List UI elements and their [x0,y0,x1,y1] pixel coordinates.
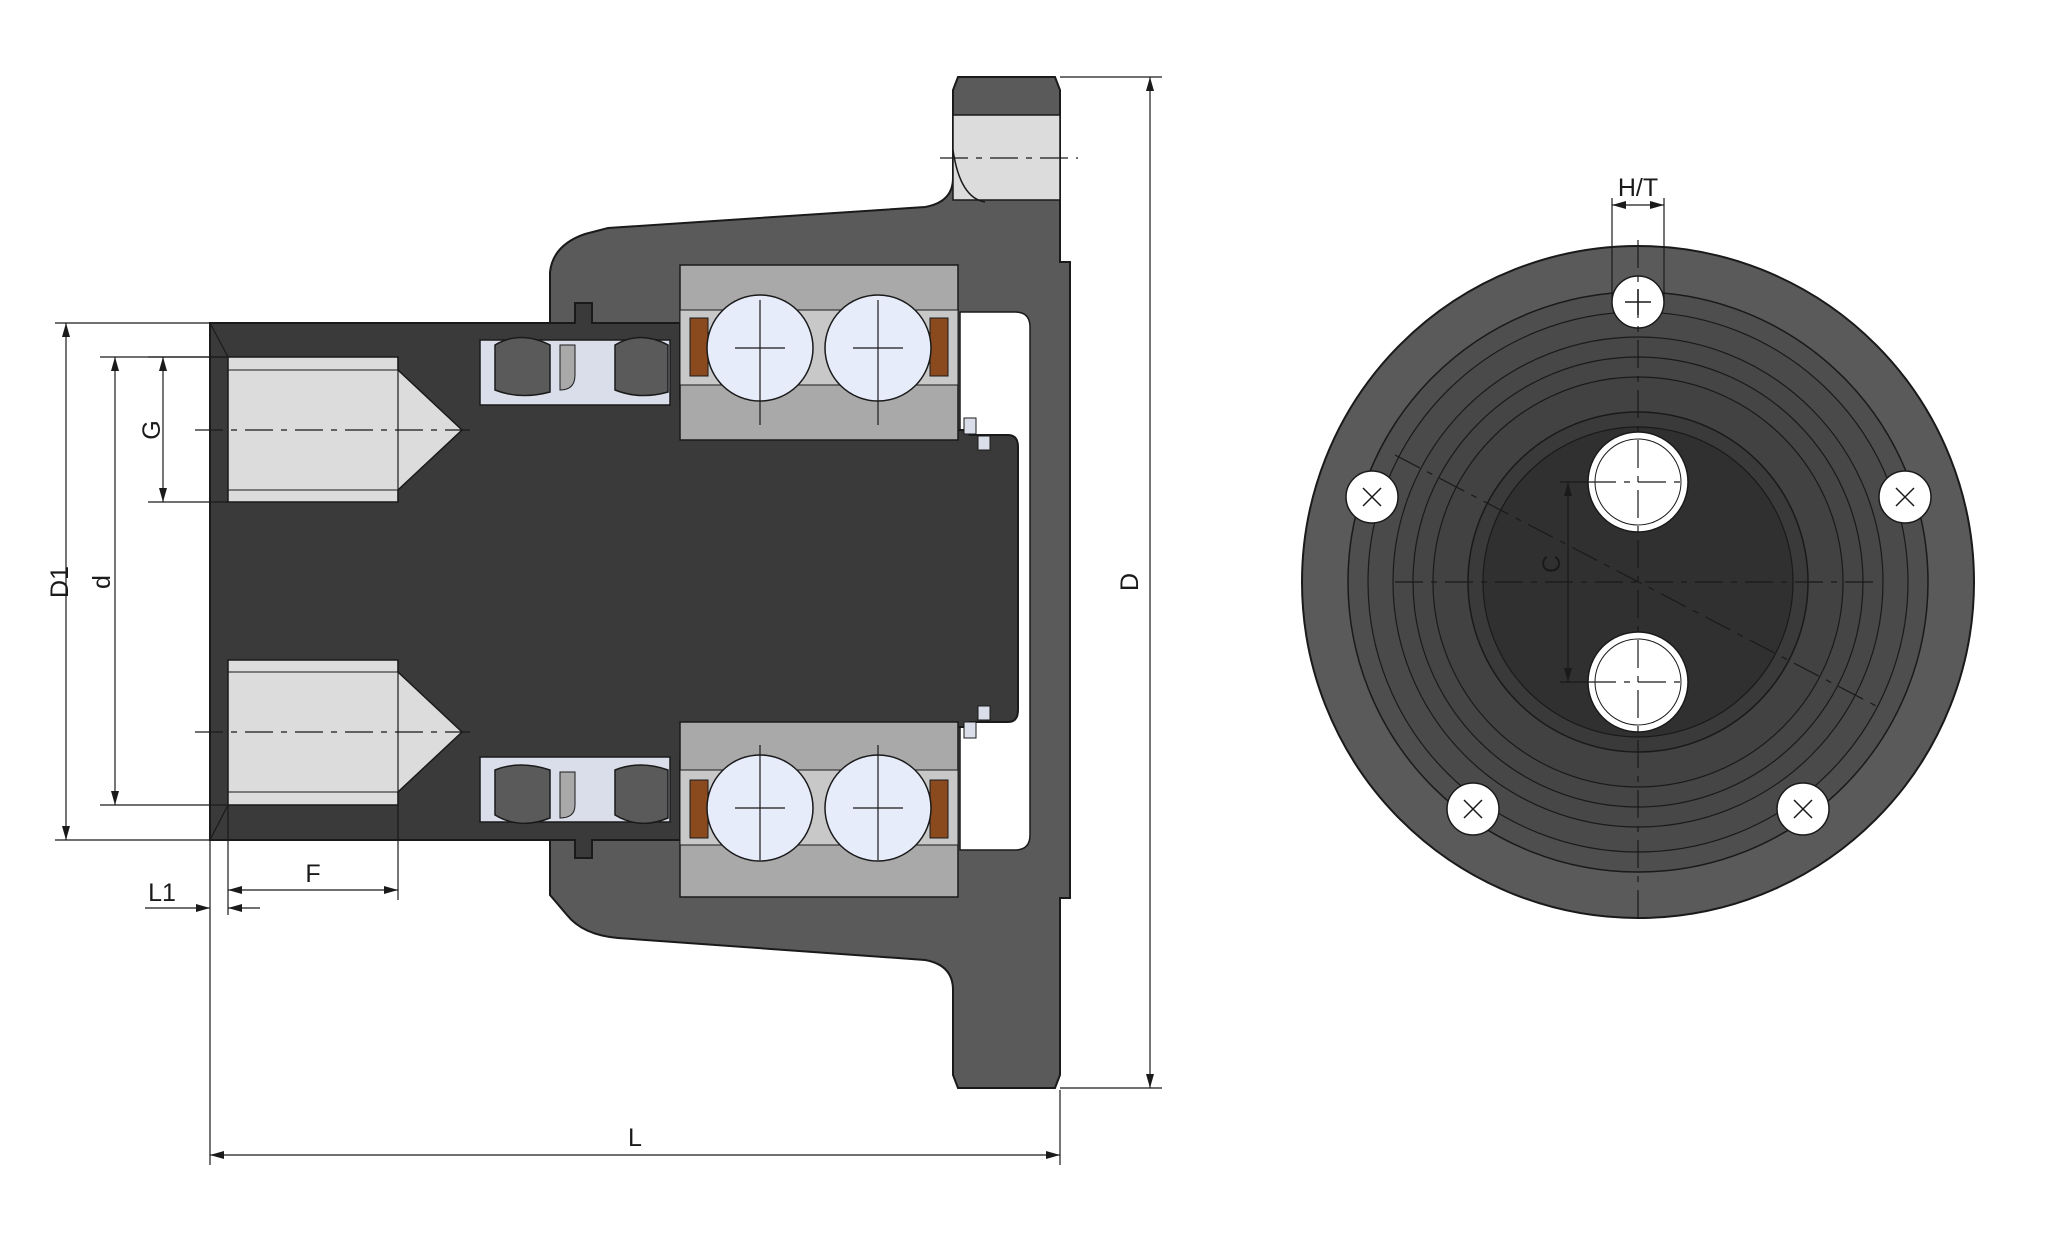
center-lines-front [1394,240,1881,925]
dimension-arrows [62,77,1154,1159]
seal-lower [479,756,671,824]
label-D: D [1116,573,1144,591]
dimensions-section [55,76,1162,1165]
label-F: F [305,860,320,888]
label-L: L [628,1124,642,1152]
label-HT: H/T [1618,174,1658,202]
label-L1: L1 [148,879,176,907]
seal-upper [479,336,671,406]
label-d: d [88,575,116,589]
label-D1: D1 [46,566,74,598]
front-view: C H/T [1301,174,1975,925]
label-G: G [138,420,166,439]
bearing-upper [679,264,959,441]
label-C: C [1538,555,1566,573]
dimension-labels: D1 d G F L1 L D [46,420,1144,1152]
bearing-lower [679,721,959,898]
section-view [195,76,1078,1089]
center-lines-section [195,157,1078,733]
